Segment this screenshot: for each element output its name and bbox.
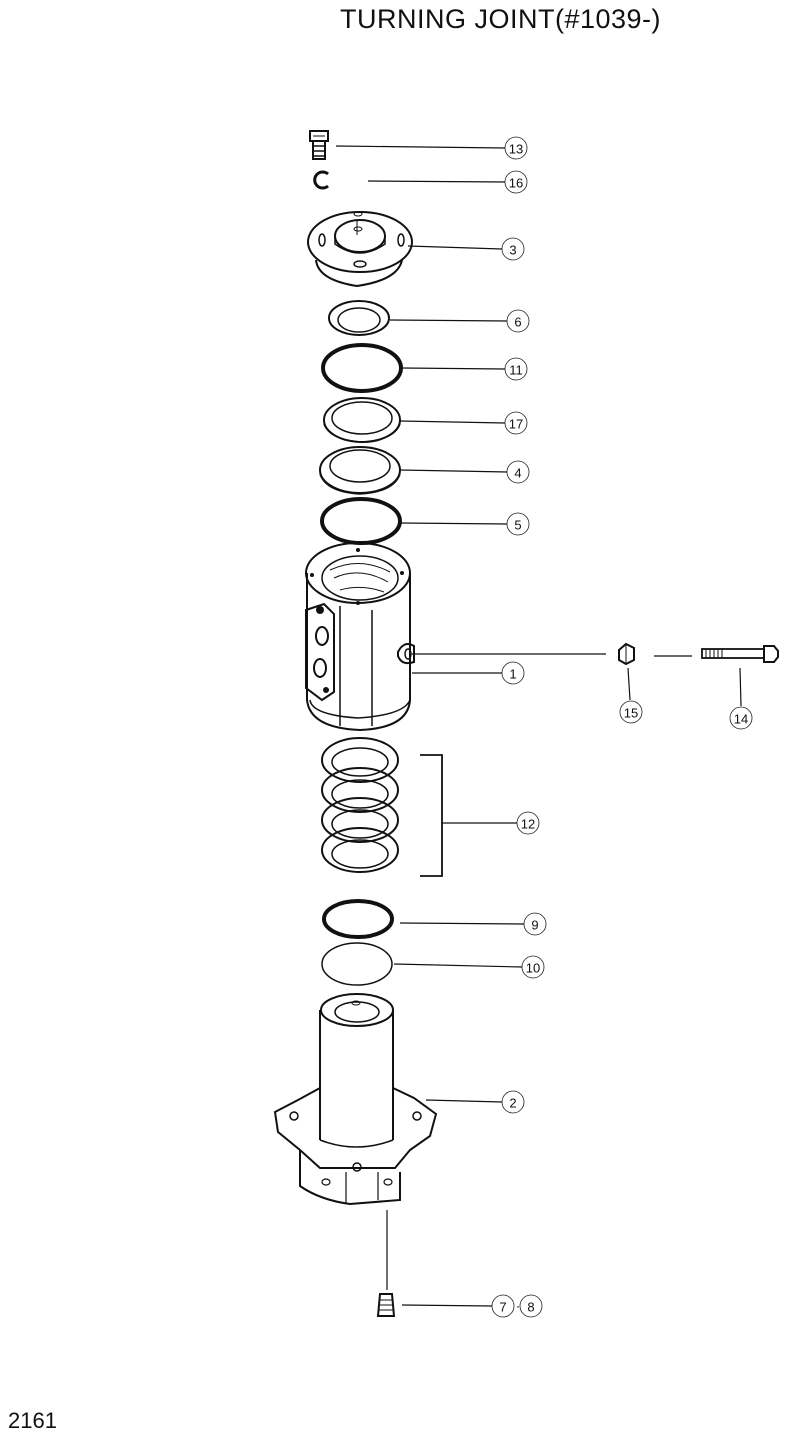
callout-3: 3 (501, 237, 525, 261)
callout-11-label: 11 (509, 363, 523, 378)
callout-2-label: 2 (509, 1096, 516, 1111)
callout-13-label: 13 (509, 142, 523, 157)
callout-17: 17 (504, 411, 528, 435)
callout-10-label: 10 (526, 961, 540, 976)
part-17-ring (323, 397, 401, 443)
leader-lines (335, 145, 742, 1307)
callout-5: 5 (506, 512, 530, 536)
callout-5-label: 5 (514, 518, 521, 533)
callout-13: 13 (504, 136, 528, 160)
callout-11: 11 (504, 357, 528, 381)
callout-16-label: 16 (509, 176, 523, 191)
callout-6-label: 6 (514, 315, 521, 330)
callout-16: 16 (504, 170, 528, 194)
part-11-o-ring (321, 343, 403, 393)
callout-14: 14 (729, 706, 753, 730)
page-title: TURNING JOINT(#1039-) (340, 4, 662, 34)
part-13-bolt (309, 130, 329, 160)
callout-9-label: 9 (531, 918, 538, 933)
part-12-seal-stack (321, 737, 443, 877)
callout-9: 9 (523, 912, 547, 936)
callout-7-label: 7 (499, 1300, 506, 1315)
part-15-nut (618, 642, 635, 666)
callout-15-label: 15 (624, 706, 638, 721)
page-number: 2161 (8, 1408, 57, 1433)
callout-4-label: 4 (514, 466, 521, 481)
part-14-long-bolt (701, 645, 779, 663)
callout-12: 12 (516, 811, 540, 835)
callout-4: 4 (506, 460, 530, 484)
callout-joiner: · (516, 1299, 520, 1314)
part-10-disc (321, 942, 393, 986)
callout-10: 10 (521, 955, 545, 979)
part-2-shaft (273, 993, 438, 1206)
part-9-o-ring (322, 899, 394, 939)
part-7-8-plug (376, 1293, 396, 1317)
part-3-cover (307, 211, 413, 288)
part-4-ring (319, 446, 401, 495)
part-1-hub-body (305, 542, 415, 732)
callout-3-label: 3 (509, 243, 516, 258)
callout-15: 15 (619, 700, 643, 724)
callout-14-label: 14 (734, 712, 748, 727)
part-5-o-ring (320, 497, 402, 545)
callout-2: 2 (501, 1090, 525, 1114)
callout-12-label: 12 (521, 817, 535, 832)
callout-1: 1 (501, 661, 525, 685)
part-16-snap-ring (313, 170, 329, 190)
part-6-washer (328, 300, 390, 336)
callout-1-label: 1 (509, 667, 516, 682)
callout-17-label: 17 (509, 417, 523, 432)
callout-7-8: 7 · 8 (491, 1294, 543, 1318)
callout-8-label: 8 (527, 1300, 534, 1315)
callout-6: 6 (506, 309, 530, 333)
